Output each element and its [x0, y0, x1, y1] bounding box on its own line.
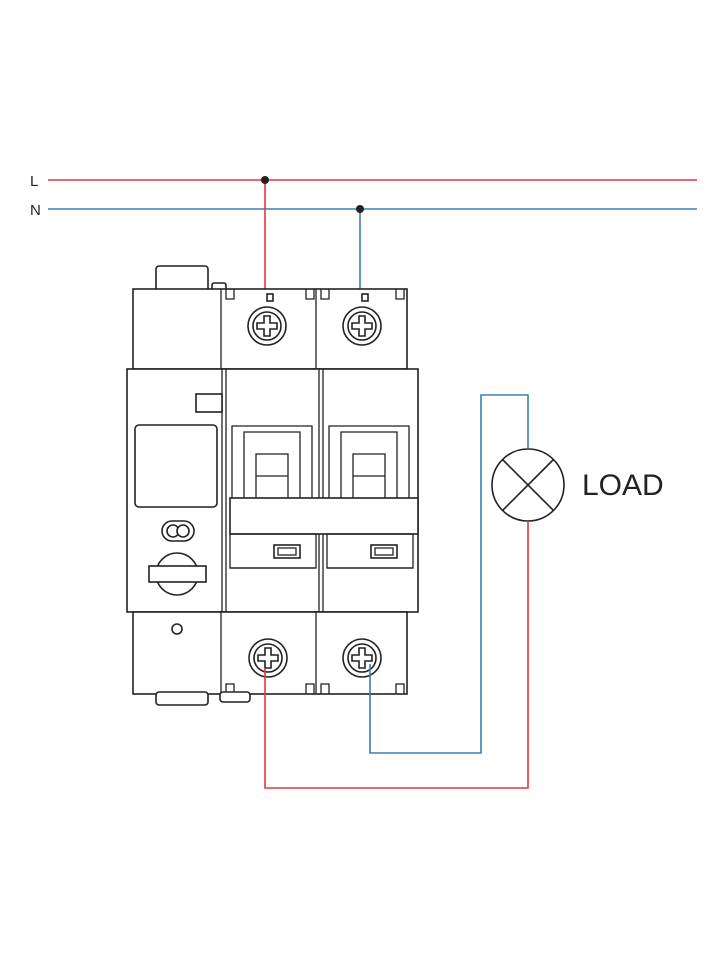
lamp-icon: [491, 448, 565, 522]
terminal-screw-icon: [342, 306, 382, 346]
terminal-screw-icon: [247, 306, 287, 346]
live-junction-dot-icon: [261, 176, 269, 184]
neutral-junction-dot-icon: [356, 205, 364, 213]
terminal-marker: [361, 293, 369, 302]
terminal-screw-icon: [248, 638, 288, 678]
neutral-line-label: N: [30, 202, 41, 219]
load-label: LOAD: [582, 469, 664, 502]
terminal-screw-icon: [342, 638, 382, 678]
live-line-label: L: [30, 173, 38, 190]
terminal-marker: [266, 293, 274, 302]
neutral-load-wire: [369, 394, 529, 754]
live-load-wire: [264, 522, 529, 789]
